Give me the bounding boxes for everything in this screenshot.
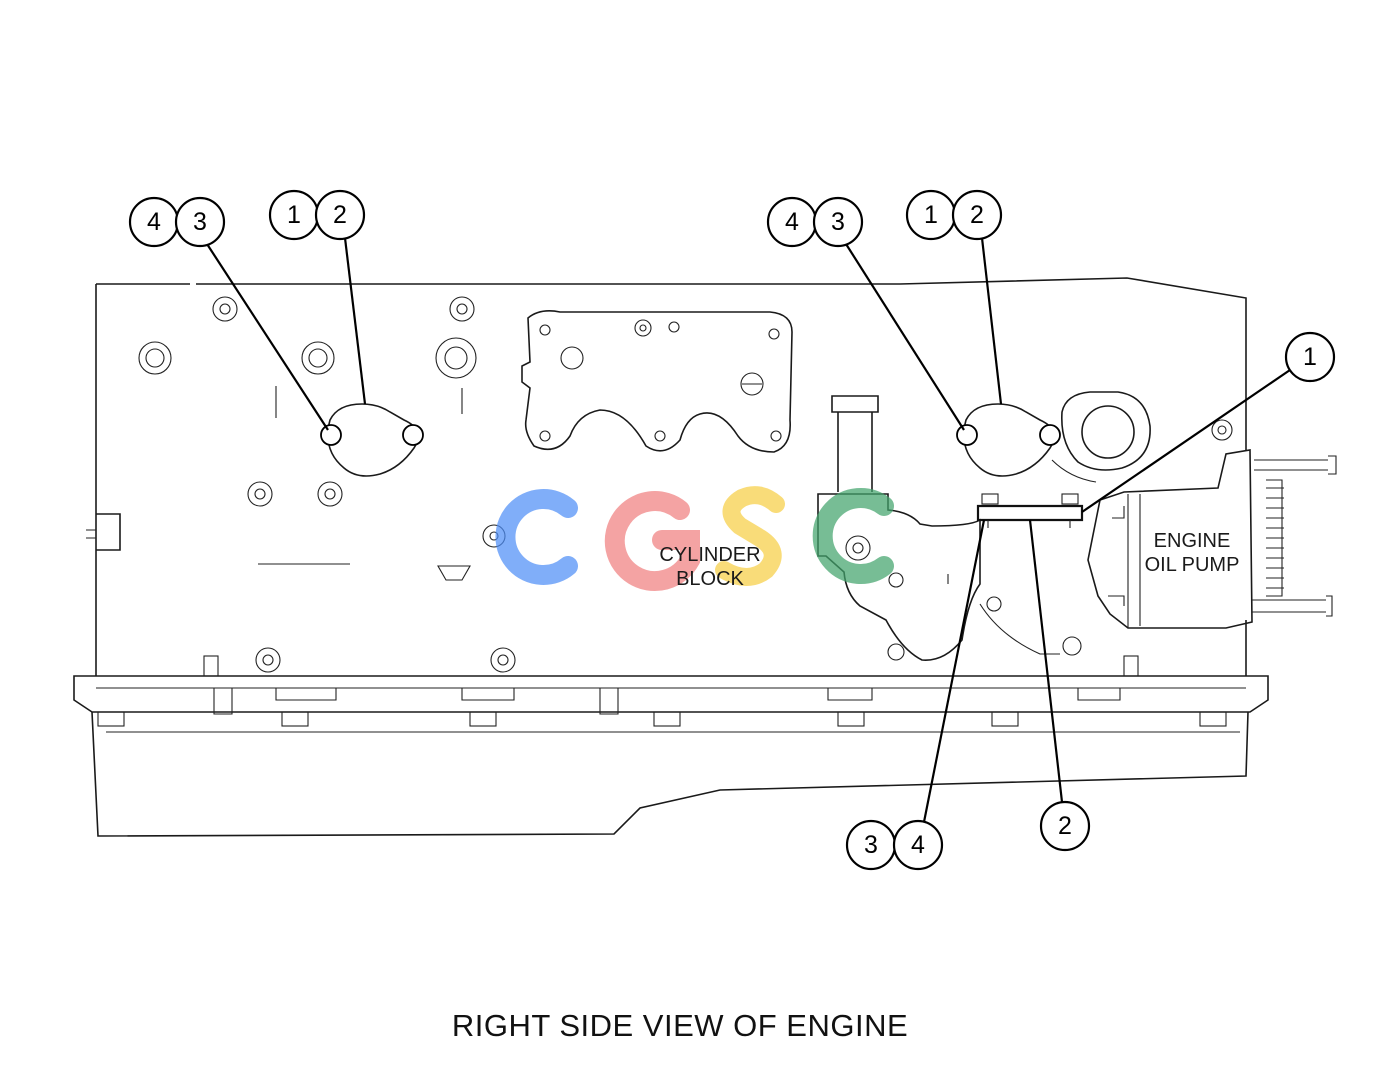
- callout-right-1: 1: [1284, 331, 1336, 383]
- callout-mid-2: 2: [951, 189, 1003, 241]
- cgsc-watermark: [495, 486, 894, 592]
- svg-text:1: 1: [287, 201, 301, 229]
- oil-pump-label-line2: OIL PUMP: [1145, 554, 1240, 576]
- callout-mid-4: 4: [766, 196, 818, 248]
- svg-text:2: 2: [970, 201, 984, 229]
- watermark-letter-c-green: [812, 488, 894, 584]
- left-cover-plate: [320, 403, 424, 477]
- pan-rail-bolts: [97, 647, 1227, 727]
- cylinder-block-label-line2: BLOCK: [676, 568, 744, 590]
- svg-text:2: 2: [1058, 812, 1072, 840]
- callout-left-3: 3: [174, 196, 226, 248]
- svg-text:3: 3: [864, 831, 878, 859]
- svg-text:1: 1: [924, 201, 938, 229]
- callout-left-4: 4: [128, 196, 180, 248]
- middle-cover-plate: [956, 403, 1061, 477]
- callout-mid-1: 1: [905, 189, 957, 241]
- figure-caption: RIGHT SIDE VIEW OF ENGINE: [451, 1008, 909, 1043]
- svg-text:1: 1: [1303, 343, 1317, 371]
- svg-text:4: 4: [785, 208, 799, 236]
- oil-port-gasket: [1051, 391, 1151, 483]
- svg-text:4: 4: [147, 208, 161, 236]
- svg-text:3: 3: [193, 208, 207, 236]
- callout-bottom-3: 3: [845, 819, 897, 871]
- oil-pump-label-line1: ENGINE: [1154, 530, 1231, 552]
- front-cover-plate: [521, 310, 793, 453]
- callout-left-2: 2: [314, 189, 366, 241]
- watermark-letter-g-red: [604, 491, 700, 592]
- oil-pump-strap: [976, 493, 1084, 528]
- cylinder-block-label-line1: CYLINDER: [659, 544, 760, 566]
- callout-bottom-2: 2: [1039, 800, 1091, 852]
- watermark-letter-s-yellow: [715, 486, 785, 586]
- svg-text:2: 2: [333, 201, 347, 229]
- watermark-letter-c-blue: [495, 489, 578, 585]
- oil-pump-bracket: [817, 395, 1082, 661]
- cylinder-block-outline: [73, 277, 1269, 837]
- callout-leaders: [206, 237, 1291, 823]
- block-bosses: [138, 296, 1233, 581]
- svg-text:4: 4: [911, 831, 925, 859]
- callout-bottom-4: 4: [892, 819, 944, 871]
- callout-mid-3: 3: [812, 196, 864, 248]
- svg-text:3: 3: [831, 208, 845, 236]
- engine-oil-pump-housing: [1087, 449, 1337, 629]
- callout-left-1: 1: [268, 189, 320, 241]
